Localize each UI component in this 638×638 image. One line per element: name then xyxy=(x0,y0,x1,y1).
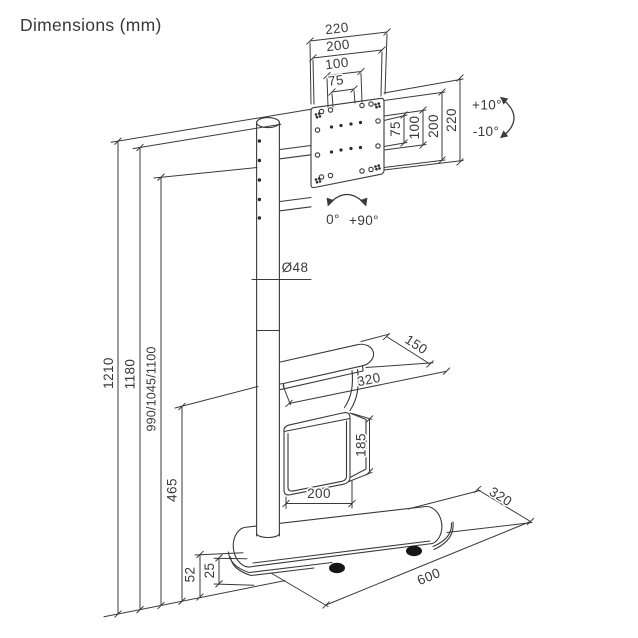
dim-basket-width-200: 200 xyxy=(307,486,331,501)
tilt-arrow-down xyxy=(500,130,509,139)
dim-height-mount-990-1045-1100: 990/1045/1100 xyxy=(145,346,159,431)
dim-vesa-height-220: 220 xyxy=(444,108,459,132)
tilt-arrow-up xyxy=(500,96,509,105)
base-drawing xyxy=(227,505,454,577)
dim-base-depth-320: 320 xyxy=(487,484,515,509)
dim-vesa-height-200: 200 xyxy=(426,114,441,138)
height-dim-lines xyxy=(103,108,312,618)
rotation-arc xyxy=(326,193,368,207)
base-wheel-left xyxy=(329,562,345,574)
dim-vesa-height-100: 100 xyxy=(407,116,422,140)
base-wheel-right xyxy=(406,545,422,557)
tilt-arc xyxy=(500,96,515,139)
dim-shelf-width-320: 320 xyxy=(356,370,382,389)
basket-drawing xyxy=(283,412,367,496)
vesa-plate-drawing xyxy=(310,97,385,189)
tilt-up-label: +10° xyxy=(472,98,502,113)
pole-drawing xyxy=(256,117,280,539)
dim-vesa-width-220: 220 xyxy=(324,20,349,38)
dimension-labels: Dimensions (mm) 220 200 100 75 75 100 20… xyxy=(20,15,516,590)
tilt-down-label: -10° xyxy=(473,124,500,139)
vesa-holes xyxy=(314,101,381,184)
shelf-dim-lines xyxy=(282,333,447,406)
pole-diameter-label: Ø48 xyxy=(282,260,309,275)
dim-vesa-height-75: 75 xyxy=(388,121,403,137)
dim-vesa-width-75: 75 xyxy=(327,72,345,89)
drawing-title: Dimensions (mm) xyxy=(20,15,162,35)
mount-arms-drawing xyxy=(279,144,312,212)
vesa-corner-screws xyxy=(314,102,381,184)
dimension-ticks xyxy=(114,28,535,618)
dim-basket-height-185: 185 xyxy=(354,433,369,457)
base-height-dim-lines xyxy=(194,552,255,598)
dim-base-height-52: 52 xyxy=(183,567,198,583)
rotation-arrow-left xyxy=(326,197,335,207)
rotation-end-label: +90° xyxy=(349,213,379,228)
dim-shelf-depth-150: 150 xyxy=(402,332,430,358)
rotation-arrow-right xyxy=(359,197,368,207)
dim-height-total-1210: 1210 xyxy=(101,357,116,389)
dim-vesa-width-100: 100 xyxy=(324,55,349,73)
base-dim-lines xyxy=(270,489,533,607)
dim-base-thickness-25: 25 xyxy=(202,563,217,579)
dim-base-length-600: 600 xyxy=(415,565,443,588)
basket-dim-lines xyxy=(285,413,373,509)
pole-adjustment-holes xyxy=(257,139,262,220)
vesa-width-dim-lines xyxy=(309,31,388,108)
vesa-height-dim-lines xyxy=(383,77,464,171)
dim-height-pole-1180: 1180 xyxy=(123,359,138,390)
rotation-start-label: 0° xyxy=(326,212,340,227)
dim-height-shelf-465: 465 xyxy=(165,478,180,502)
dimension-lines xyxy=(103,28,535,618)
dim-vesa-width-200: 200 xyxy=(325,37,350,55)
